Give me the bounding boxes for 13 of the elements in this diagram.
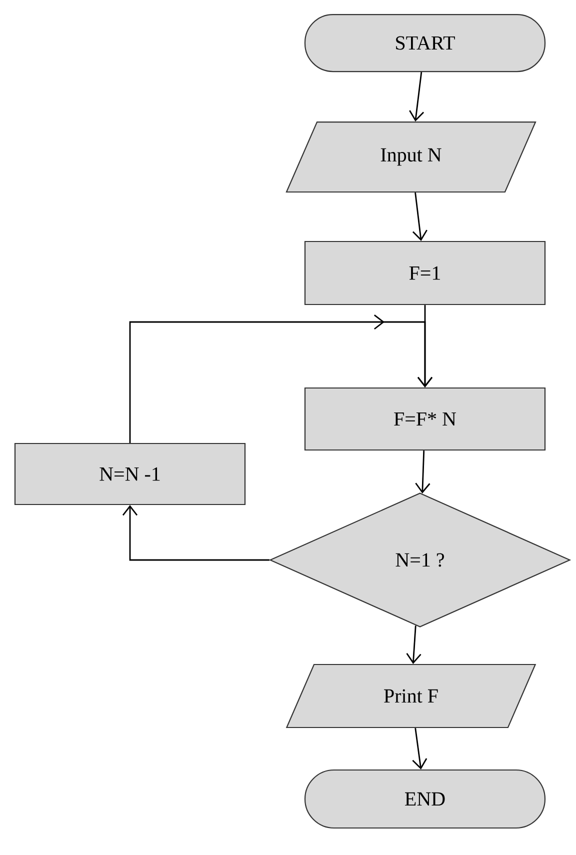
- process-box: N=N -1: [14, 442, 246, 506]
- arrow: [409, 72, 424, 122]
- input-output-parallelogram: Input N: [286, 121, 536, 193]
- arrow: [412, 192, 428, 241]
- arrow: [415, 450, 430, 494]
- terminal-box: END: [304, 769, 546, 829]
- process-box: F=F* N: [304, 387, 546, 451]
- arrow: [129, 314, 433, 443]
- arrow: [412, 728, 428, 770]
- arrow: [406, 626, 422, 664]
- terminal-box: START: [304, 14, 546, 72]
- arrow: [122, 505, 270, 561]
- process-box: F=1: [304, 240, 546, 306]
